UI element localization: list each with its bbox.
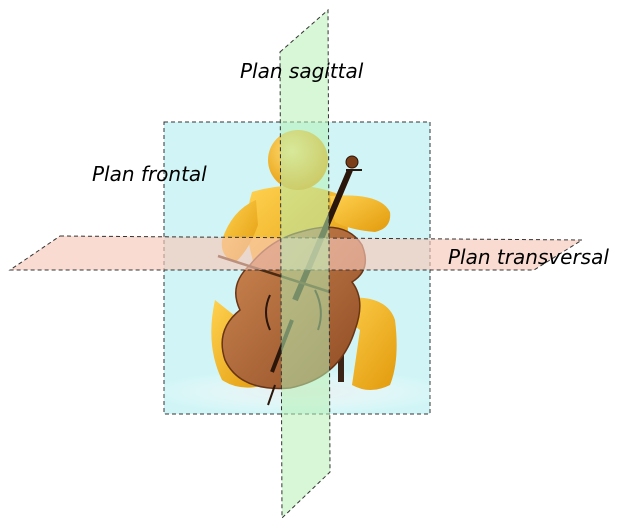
label-frontal-plane: Plan frontal [92, 162, 207, 186]
label-transversal-plane: Plan transversal [448, 245, 609, 269]
label-sagittal-plane: Plan sagittal [240, 59, 364, 83]
sagittal-plane [279, 8, 331, 520]
